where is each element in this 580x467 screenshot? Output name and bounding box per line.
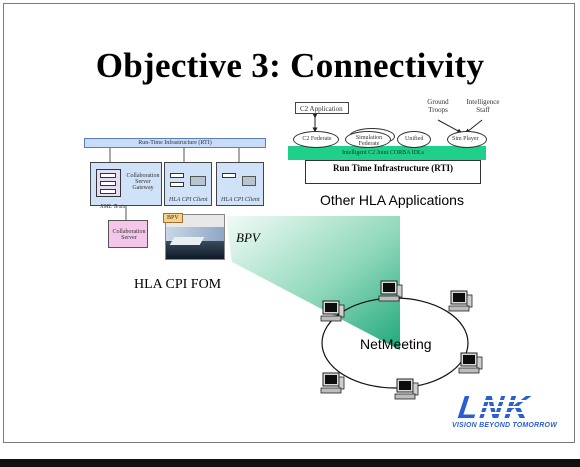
gateway-doc-3 bbox=[100, 189, 116, 194]
lnk-logo-icon: LNK bbox=[453, 392, 570, 425]
xml-label: XML Tests bbox=[100, 204, 126, 210]
client2-doc-1 bbox=[222, 173, 236, 178]
lnk-tagline: VISION BEYOND TOMORROW bbox=[452, 422, 557, 429]
rti-bar: Run-Time Infrastructure (RTI) bbox=[84, 138, 266, 148]
bpv-label: BPV bbox=[236, 230, 260, 245]
collab-server-box: Collaboration Server bbox=[108, 220, 148, 248]
rti-box-label: Run Time Infrastructure (RTI) bbox=[333, 163, 453, 173]
client2-screen bbox=[242, 176, 256, 186]
corba-band-label: Intelligent C2 Joint CORBA IDLs bbox=[342, 150, 425, 156]
oval-unified: Unified bbox=[397, 131, 431, 148]
gateway-doc-2 bbox=[100, 181, 116, 186]
computer-icon bbox=[394, 378, 419, 400]
slide-title: Objective 3: Connectivity bbox=[95, 46, 485, 85]
oval-player-label: Sim Player bbox=[452, 136, 479, 142]
bottom-bar bbox=[0, 459, 580, 467]
bpv-screenshot: BPV bbox=[163, 213, 225, 260]
oval-c2-federate: C2 Federate bbox=[293, 131, 339, 148]
netmeeting-label: NetMeeting bbox=[360, 336, 432, 352]
ground-troops-label: Ground Troops bbox=[427, 98, 449, 114]
computer-icon bbox=[458, 352, 483, 374]
computer-icon bbox=[448, 290, 473, 312]
gateway-panel: Collaboration Server Gateway bbox=[90, 162, 162, 206]
c2-application-label: C2 Application bbox=[300, 105, 343, 113]
client1-label: HLA CPI Client bbox=[169, 197, 208, 203]
corba-band: Intelligent C2 Joint CORBA IDLs bbox=[288, 146, 486, 160]
client1-doc-2 bbox=[170, 182, 184, 187]
client-panel-1: HLA CPI Client bbox=[164, 162, 212, 206]
oval-sim-player: Sim Player bbox=[447, 131, 487, 148]
rti-bar-label: Run-Time Infrastructure (RTI) bbox=[138, 140, 212, 146]
client1-screen bbox=[190, 176, 206, 186]
client-panel-2: HLA CPI Client bbox=[216, 162, 264, 206]
client2-label: HLA CPI Client bbox=[221, 197, 260, 203]
oval-sim-label: Simulation Federate bbox=[355, 135, 383, 147]
svg-text:LNK: LNK bbox=[453, 392, 536, 425]
hla-cpi-fom-caption: HLA CPI FOM bbox=[134, 277, 222, 292]
gateway-label: Collaboration Server Gateway bbox=[126, 173, 160, 191]
other-hla-caption: Other HLA Applications bbox=[320, 192, 464, 208]
bpv-terrain bbox=[166, 241, 224, 259]
oval-c2-label: C2 Federate bbox=[302, 136, 332, 142]
oval-unified-label: Unified bbox=[405, 136, 424, 142]
beam-shape bbox=[226, 216, 400, 350]
computer-icon bbox=[320, 300, 345, 322]
computer-icon bbox=[320, 372, 345, 394]
collab-server-label: Collaboration Server bbox=[112, 229, 146, 241]
bpv-tab: BPV bbox=[163, 213, 183, 223]
rti-box: Run Time Infrastructure (RTI) bbox=[305, 160, 481, 184]
oval-sim-federate: Simulation Federate bbox=[345, 131, 391, 148]
intel-staff-label: Intelligence Staff bbox=[466, 98, 500, 114]
slide-frame bbox=[3, 3, 575, 443]
c2-application-box: C2 Application bbox=[295, 102, 349, 114]
gateway-doc-1 bbox=[100, 173, 116, 178]
computer-icon bbox=[378, 280, 403, 302]
bpv-tab-label: BPV bbox=[167, 215, 179, 221]
client1-doc-1 bbox=[170, 173, 184, 178]
